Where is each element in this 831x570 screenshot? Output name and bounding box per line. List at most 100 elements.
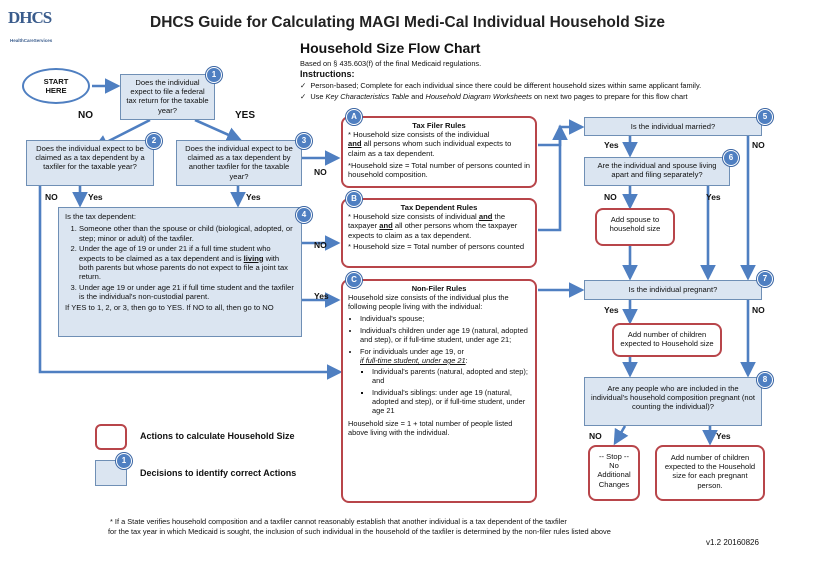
label-q8-yes: Yes: [716, 431, 731, 441]
action-tax-filer-rules: Tax Filer Rules * Household size consist…: [341, 116, 537, 188]
non-filer-rules-sub-2: Individual's siblings: under age 19 (nat…: [372, 388, 530, 415]
instruction-2-post: on next two pages to prepare for this fl…: [531, 92, 688, 101]
non-filer-rules-title: Non-Filer Rules: [411, 284, 467, 293]
dhcs-logo: DHCS HealthCareServices: [8, 8, 60, 48]
tax-filer-rules-line-2-text: all persons whom such individual expects…: [348, 139, 512, 158]
tax-dependent-rules-line-1: * Household size consists of individual …: [348, 212, 530, 221]
tax-filer-rules-line-3: *Household size = Total number of person…: [348, 160, 531, 180]
badge-8: 8: [757, 372, 773, 388]
decision-8: Are any people who are included in the i…: [584, 377, 762, 426]
legend-decision-label: Decisions to identify correct Actions: [140, 468, 297, 478]
tax-dependent-rules-line-1-post: the: [492, 212, 506, 222]
tax-dependent-rules-title: Tax Dependent Rules: [400, 203, 478, 212]
decision-4: Is the tax dependent: Someone other than…: [58, 207, 302, 337]
action-stop: -- Stop -- No Additional Changes: [588, 445, 640, 501]
label-q2-yes: Yes: [88, 192, 103, 202]
non-filer-rules-bullet-2: Individual's children under age 19 (natu…: [360, 326, 530, 344]
label-q1-yes: YES: [235, 110, 256, 121]
badge-7: 7: [757, 271, 773, 287]
decision-2-text: Does the individual expect to be claimed…: [35, 144, 145, 172]
non-filer-rules-intro: Household size consists of the individua…: [348, 293, 509, 311]
footnote-line-2: for the tax year in which Medicaid is so…: [108, 527, 611, 536]
badge-6: 6: [723, 150, 739, 166]
non-filer-rules-bullet-3-post: :: [465, 356, 468, 365]
label-q4-no: NO: [314, 240, 327, 250]
tax-dependent-rules-line-2-pre: taxpayer: [348, 221, 380, 231]
decision-4-item-1: Someone other than the spouse or child (…: [79, 224, 295, 243]
instruction-1-text: Person-based; Complete for each individu…: [310, 81, 702, 90]
instruction-2-pre: Use: [310, 92, 326, 101]
action-tax-dependent-rules: Tax Dependent Rules * Household size con…: [341, 198, 537, 268]
decision-1-text: Does the individual expect to file a fed…: [126, 78, 209, 115]
decision-4-intro: Is the tax dependent:: [65, 212, 136, 221]
label-q2-no: NO: [45, 192, 58, 202]
label-q7-no: NO: [752, 305, 765, 315]
label-q6-yes: Yes: [706, 192, 721, 202]
legend-decision-swatch: [95, 460, 127, 486]
legend-action-swatch: [95, 424, 127, 450]
decision-4-item-2-em: living: [243, 253, 264, 263]
tax-filer-rules-line-2: and all persons whom such individual exp…: [348, 139, 530, 157]
badge-3: 3: [296, 133, 312, 149]
decision-4-item-2-pre: Under the age of 19 or under 21 if a ful…: [79, 244, 271, 263]
start-node: START HERE: [22, 68, 90, 104]
label-q1-no: NO: [78, 110, 93, 121]
label-q6-no: NO: [604, 192, 617, 202]
non-filer-rules-bullet-3-pre: For individuals under age 19, or: [360, 347, 464, 356]
decision-7: Is the individual pregnant?: [584, 280, 762, 300]
decision-6: Are the individual and spouse living apa…: [584, 157, 730, 186]
decision-4-footer: If YES to 1, 2, or 3, then go to YES. If…: [65, 302, 274, 312]
instruction-2-em1: Key Characteristics Table: [325, 92, 410, 101]
decision-5: Is the individual married?: [584, 117, 762, 136]
decision-4-item-3: Under age 19 or under age 21 if full tim…: [79, 283, 295, 302]
label-q7-yes: Yes: [604, 305, 619, 315]
badge-2: 2: [146, 133, 162, 149]
tax-filer-rules-title: Tax Filer Rules: [412, 121, 466, 130]
action-add-children-pregnant: Add number of children expected to the H…: [655, 445, 765, 501]
tax-dependent-rules-line-2: taxpayer and all other persons whom the …: [348, 221, 530, 239]
instruction-2-em2: Household Diagram Worksheets: [425, 92, 532, 101]
label-q3-yes: Yes: [246, 192, 261, 202]
tax-dependent-rules-line-2-post: all other persons whom the taxpayer expe…: [348, 221, 518, 240]
page-title: DHCS Guide for Calculating MAGI Medi-Cal…: [150, 14, 665, 31]
legend-action-label: Actions to calculate Household Size: [140, 431, 295, 441]
badge-A: A: [346, 109, 362, 125]
non-filer-rules-bullet-1: Individual's spouse;: [360, 314, 530, 323]
decision-7-text: Is the individual pregnant?: [628, 285, 718, 294]
instruction-2: ✓ Use Key Characteristics Table and Hous…: [300, 92, 688, 101]
action-add-children-text: Add number of children expected to House…: [620, 330, 714, 349]
instruction-1: ✓ Person-based; Complete for each indivi…: [300, 81, 702, 90]
decision-6-text: Are the individual and spouse living apa…: [597, 161, 717, 180]
action-add-spouse-text: Add spouse to household size: [609, 215, 661, 234]
badge-5: 5: [757, 109, 773, 125]
footnote-line-1: * If a State verifies household composit…: [110, 517, 567, 526]
tax-filer-rules-line-2-em: and: [348, 139, 362, 149]
decision-4-item-2-post: with both parents but whose parents do n…: [79, 253, 288, 282]
action-add-children: Add number of children expected to House…: [612, 323, 722, 357]
instruction-2-mid: and: [409, 92, 426, 101]
decision-1: Does the individual expect to file a fed…: [120, 74, 215, 120]
decision-2: Does the individual expect to be claimed…: [26, 140, 154, 186]
tax-dependent-rules-line-1-em: and: [478, 212, 493, 222]
badge-B: B: [346, 191, 362, 207]
non-filer-rules-formula: Household size = 1 + total number of peo…: [348, 419, 513, 437]
decision-5-text: Is the individual married?: [630, 122, 716, 131]
label-q8-no: NO: [589, 431, 602, 441]
dhcs-logo-icon: DHCS: [8, 8, 52, 27]
tax-dependent-rules-line-1-pre: * Household size consists of individual: [348, 212, 479, 222]
label-q4-yes: Yes: [314, 291, 329, 301]
instructions-label: Instructions:: [300, 69, 355, 79]
action-stop-text: -- Stop -- No Additional Changes: [597, 452, 631, 489]
action-add-spouse: Add spouse to household size: [595, 208, 675, 246]
legend-badge: 1: [116, 453, 132, 469]
badge-1: 1: [206, 67, 222, 83]
action-add-children-pregnant-text: Add number of children expected to the H…: [664, 453, 756, 490]
decision-3-text: Does the individual expect to be claimed…: [185, 144, 293, 181]
non-filer-rules-sub-1: Individual's parents (natural, adopted a…: [372, 367, 530, 385]
tax-dependent-rules-line-2-em: and: [379, 221, 393, 231]
version-label: v1.2 20160826: [706, 538, 759, 547]
badge-4: 4: [296, 207, 312, 223]
label-q5-yes: Yes: [604, 140, 619, 150]
badge-C: C: [346, 272, 362, 288]
